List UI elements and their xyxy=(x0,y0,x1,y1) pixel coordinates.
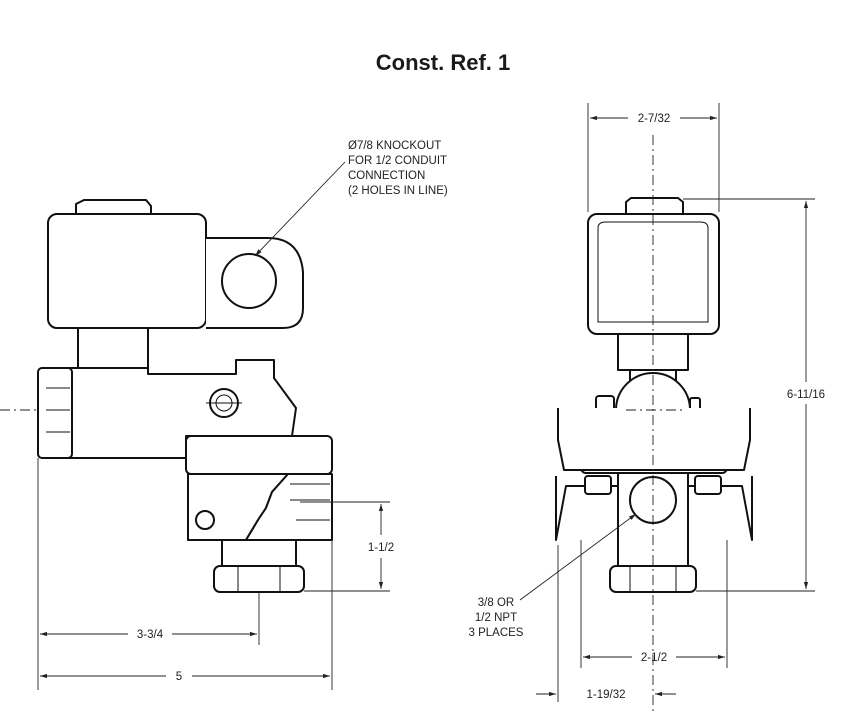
drawing-title: Const. Ref. 1 xyxy=(376,50,510,75)
front-bolt-left xyxy=(584,475,612,495)
coil-cap xyxy=(75,199,152,214)
knockout-callout-2: FOR 1/2 CONDUIT xyxy=(348,155,447,167)
side-dimensions: 1-1/2 3-3/4 5 Ø7/8 KNOCKOUT FOR 1/2 COND… xyxy=(37,140,448,690)
bottom-neck xyxy=(221,539,297,567)
port-center-label: 1-19/32 xyxy=(586,689,625,701)
outlet-port xyxy=(245,473,333,541)
front-view xyxy=(555,135,753,715)
knockout-hole xyxy=(221,253,277,309)
lower-flange xyxy=(185,435,333,475)
mounting-bracket xyxy=(557,408,751,471)
knockout-callout-1: Ø7/8 KNOCKOUT xyxy=(348,140,441,152)
height-label: 6-11/16 xyxy=(787,389,825,401)
front-dimensions: 2-7/32 6-11/16 2-1/2 1-19/32 3/8 OR 1/2 … xyxy=(469,103,825,702)
port-callout-1: 3/8 OR xyxy=(478,597,514,609)
side-neck xyxy=(77,327,149,369)
port-offset-label: 3-3/4 xyxy=(137,629,164,641)
side-port-plug xyxy=(195,510,215,530)
top-width-label: 2-7/32 xyxy=(638,113,671,125)
port-leader xyxy=(519,513,637,601)
side-view xyxy=(0,199,333,593)
knockout-leader xyxy=(254,161,346,257)
front-coil-housing xyxy=(587,213,720,335)
overall-length-label: 5 xyxy=(176,671,182,683)
front-coil-cap xyxy=(625,197,684,214)
knockout-callout-3: CONNECTION xyxy=(348,170,425,182)
port-callout-2: 1/2 NPT xyxy=(475,612,517,624)
front-bolt-right xyxy=(694,475,722,495)
inlet-nut xyxy=(37,367,73,459)
side-port-height-label: 1-1/2 xyxy=(368,542,394,554)
knockout-callout-4: (2 HOLES IN LINE) xyxy=(348,185,448,197)
base-width-label: 2-1/2 xyxy=(641,652,667,664)
port-callout-3: 3 PLACES xyxy=(469,627,524,639)
coil-housing xyxy=(47,213,207,329)
bottom-nut xyxy=(213,565,305,593)
